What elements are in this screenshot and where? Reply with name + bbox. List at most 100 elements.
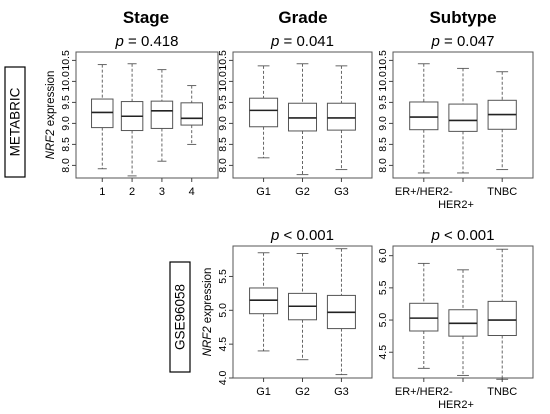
y-tick-label: 10.5 xyxy=(377,50,389,71)
panel-metabric-grade: p = 0.041 8.0 8.5 9.0 9.5 10.010.5G1 G2 G3 xyxy=(217,33,373,198)
box-1 xyxy=(409,262,439,369)
y-tick-label: 8.0 xyxy=(217,158,229,173)
y-tick-label: 8.5 xyxy=(217,137,229,152)
p-value: p < 0.001 xyxy=(431,227,495,244)
y-tick-label: 9.0 xyxy=(217,116,229,131)
y-tick-label: 5.0 xyxy=(217,303,229,318)
x-category-label: 1 xyxy=(99,186,105,198)
p-value-symbol: p xyxy=(270,33,279,50)
box-1 xyxy=(249,252,279,352)
y-tick-label: 4.0 xyxy=(217,371,229,386)
x-category-label: ER+/HER2- xyxy=(395,386,453,398)
x-category-label: G3 xyxy=(334,186,349,198)
p-value: p = 0.041 xyxy=(270,33,334,50)
x-category-label: TNBC xyxy=(487,186,517,198)
header-stage: Stage xyxy=(123,8,169,27)
cohort-label-gse96058: GSE96058 xyxy=(169,261,191,373)
x-category-label: TNBC xyxy=(487,386,517,398)
y-tick-label: 10.0 xyxy=(377,71,389,92)
y-tick-label: 10.0 xyxy=(217,71,229,92)
p-value-text: = 0.041 xyxy=(279,33,334,50)
y-axis-label-text: expression xyxy=(202,268,214,327)
x-category-label: G1 xyxy=(256,186,271,198)
x-category-label: 2 xyxy=(129,186,135,198)
p-value-symbol: p xyxy=(270,227,279,244)
p-value: p < 0.001 xyxy=(270,227,334,244)
y-axis-label-gene: NRF2 xyxy=(202,326,214,357)
y-tick-label: 5.5 xyxy=(377,280,389,295)
box-4 xyxy=(180,85,203,145)
box-3 xyxy=(150,69,174,162)
y-tick-label: 10.5 xyxy=(60,50,72,71)
box-3 xyxy=(326,248,356,376)
iqr-box xyxy=(487,300,517,337)
y-tick-label: 8.0 xyxy=(60,158,72,173)
svg-text:METABRIC: METABRIC xyxy=(8,87,23,156)
box-2 xyxy=(120,63,144,177)
x-category-label: HER2+ xyxy=(438,399,474,411)
iqr-box xyxy=(287,102,318,132)
iqr-box xyxy=(409,101,439,131)
box-1 xyxy=(249,65,279,159)
box-2 xyxy=(287,252,318,361)
y-tick-label: 8.5 xyxy=(60,137,72,152)
p-value: p = 0.418 xyxy=(115,33,179,50)
y-tick-label: 10.5 xyxy=(217,50,229,71)
panel-metabric-subtype: p = 0.047 8.0 8.5 9.0 9.5 10.010.5ER+/HER2-HE… xyxy=(377,33,534,211)
iqr-box xyxy=(409,302,439,332)
panel-gse96058-subtype: p < 0.001 4.5 5.0 5.5 6.0ER+/HER2-HER2+ TNBC xyxy=(377,227,534,411)
p-value-text: = 0.047 xyxy=(440,33,495,50)
p-value-text: < 0.001 xyxy=(279,227,334,244)
x-category-label: G2 xyxy=(295,186,310,198)
box-2 xyxy=(287,63,318,176)
cohort-label-metabric: METABRIC xyxy=(4,66,26,178)
x-category-label: 3 xyxy=(159,186,165,198)
box-2 xyxy=(448,67,478,174)
iqr-box xyxy=(249,97,279,128)
box-1 xyxy=(409,63,439,174)
p-value-text: = 0.418 xyxy=(124,33,179,50)
x-category-label: HER2+ xyxy=(438,199,474,211)
box-3 xyxy=(487,248,517,380)
y-tick-label: 5.0 xyxy=(377,313,389,328)
y-tick-label: 6.0 xyxy=(377,248,389,263)
y-tick-label: 9.0 xyxy=(377,116,389,131)
y-tick-label: 10.0 xyxy=(60,71,72,92)
p-value: p = 0.047 xyxy=(431,33,495,50)
y-axis-label-text: expression xyxy=(45,71,57,130)
iqr-box xyxy=(448,103,478,132)
y-axis-label: NRF2 expression xyxy=(45,71,57,160)
header-grade: Grade xyxy=(278,8,327,27)
y-tick-label: 4.5 xyxy=(217,337,229,352)
y-tick-label: 9.5 xyxy=(217,95,229,110)
y-tick-label: 8.5 xyxy=(377,137,389,152)
x-category-label: G2 xyxy=(295,386,310,398)
iqr-box xyxy=(150,100,174,129)
y-tick-label: 4.5 xyxy=(377,345,389,360)
x-category-label: G3 xyxy=(334,386,349,398)
header-subtype: Subtype xyxy=(429,8,496,27)
y-tick-label: 9.5 xyxy=(377,95,389,110)
box-1 xyxy=(91,64,114,170)
x-category-label: ER+/HER2- xyxy=(395,186,453,198)
box-3 xyxy=(326,65,356,171)
svg-text:GSE96058: GSE96058 xyxy=(173,284,188,350)
y-tick-label: 9.5 xyxy=(60,95,72,110)
p-value-text: < 0.001 xyxy=(440,227,495,244)
x-category-label: G1 xyxy=(256,386,271,398)
p-value-symbol: p xyxy=(431,227,440,244)
p-value-symbol: p xyxy=(115,33,124,50)
x-category-label: 4 xyxy=(189,186,195,198)
iqr-box xyxy=(91,98,114,129)
y-axis-label-gene: NRF2 xyxy=(45,129,57,160)
y-axis-label: NRF2 expression xyxy=(202,268,214,357)
y-tick-label: 9.0 xyxy=(60,116,72,131)
p-value-symbol: p xyxy=(431,33,440,50)
plot-frame xyxy=(75,51,219,179)
y-tick-label: 8.0 xyxy=(377,158,389,173)
box-3 xyxy=(487,71,517,171)
